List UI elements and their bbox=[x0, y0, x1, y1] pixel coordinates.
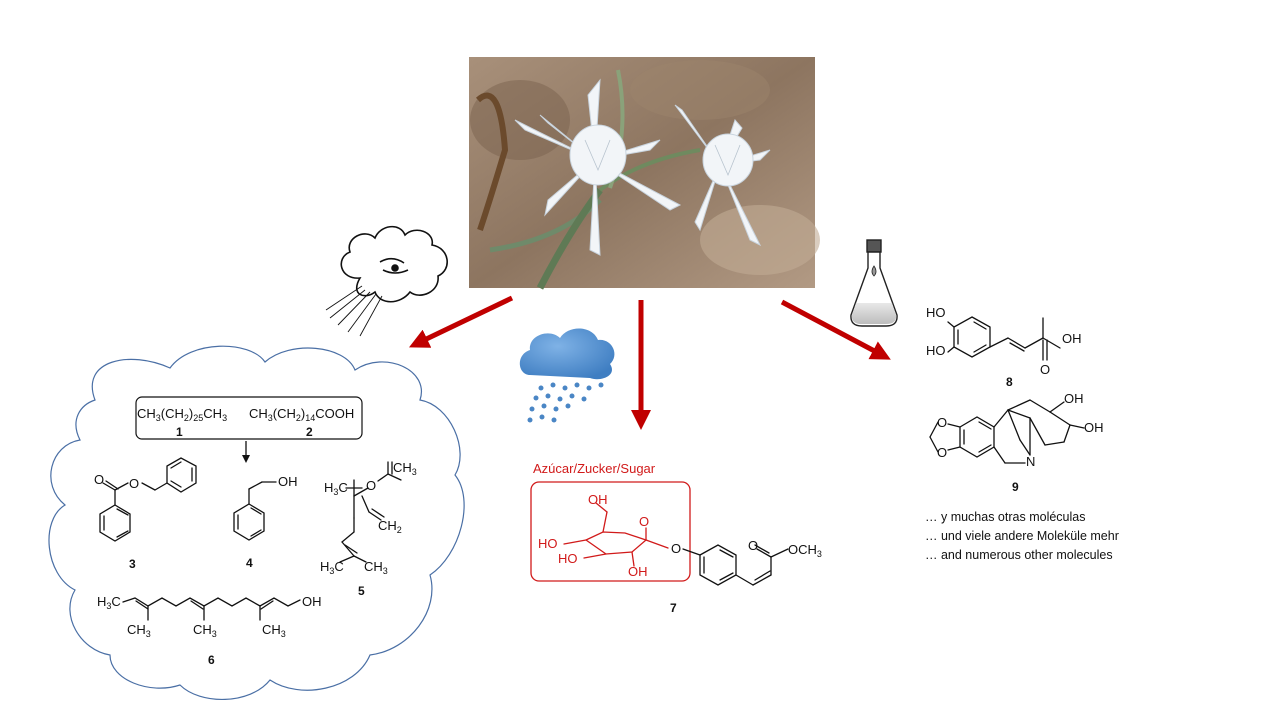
compound-1-number: 1 bbox=[176, 425, 183, 439]
svg-text:CH3: CH3 bbox=[127, 622, 151, 639]
compound-3: O O 3 bbox=[94, 457, 197, 571]
svg-text:OH: OH bbox=[302, 594, 322, 609]
svg-text:O: O bbox=[1040, 362, 1050, 377]
svg-text:CH3: CH3 bbox=[393, 460, 417, 477]
compound-2: CH3(CH2)14COOH 2 bbox=[249, 406, 354, 439]
compound-4: OH 4 bbox=[233, 474, 298, 570]
svg-text:OH: OH bbox=[628, 564, 648, 579]
compound-4-number: 4 bbox=[246, 556, 253, 570]
volatiles-cloud bbox=[48, 345, 465, 701]
svg-text:HO: HO bbox=[538, 536, 558, 551]
svg-text:OH: OH bbox=[1084, 420, 1104, 435]
compound-2-number: 2 bbox=[306, 425, 313, 439]
svg-text:H3C: H3C bbox=[320, 559, 344, 576]
svg-text:OH: OH bbox=[278, 474, 298, 489]
svg-text:CH3: CH3 bbox=[364, 559, 388, 576]
svg-text:CH2: CH2 bbox=[378, 518, 402, 535]
svg-text:O: O bbox=[748, 538, 758, 553]
sugar-label: Azúcar/Zucker/Sugar bbox=[533, 461, 656, 476]
compound-3-number: 3 bbox=[129, 557, 136, 571]
svg-text:HO: HO bbox=[926, 305, 946, 320]
compound-6-number: 6 bbox=[208, 653, 215, 667]
arrow-to-volatiles bbox=[408, 295, 514, 348]
svg-text:CH3: CH3 bbox=[262, 622, 286, 639]
rain-cloud-icon bbox=[519, 328, 615, 423]
svg-text:OCH3: OCH3 bbox=[788, 542, 822, 559]
svg-text:H3C: H3C bbox=[324, 480, 348, 497]
flower-photo bbox=[469, 57, 820, 290]
svg-text:O: O bbox=[937, 445, 947, 460]
svg-text:HO: HO bbox=[926, 343, 946, 358]
note-german: … und viele andere Moleküle mehr bbox=[925, 529, 1119, 543]
compound-6: H3C CH3 CH3 CH3 OH 6 bbox=[97, 594, 322, 667]
arrows bbox=[408, 295, 891, 430]
svg-text:CH3: CH3 bbox=[193, 622, 217, 639]
compound-5: H3C O CH3 CH2 H3C CH3 5 bbox=[320, 460, 417, 598]
other-molecules-notes: … y muchas otras moléculas … und viele a… bbox=[925, 510, 1119, 562]
arrow-to-extraction bbox=[780, 299, 891, 360]
compound-5-number: 5 bbox=[358, 584, 365, 598]
compound-1: CH3(CH2)25CH3 1 bbox=[137, 406, 227, 439]
note-spanish: … y muchas otras moléculas bbox=[925, 510, 1085, 524]
svg-text:O: O bbox=[671, 541, 681, 556]
svg-text:O: O bbox=[366, 478, 376, 493]
compound-8-number: 8 bbox=[1006, 375, 1013, 389]
compound-9-number: 9 bbox=[1012, 480, 1019, 494]
svg-text:N: N bbox=[1026, 454, 1035, 469]
svg-text:CH3(CH2)25CH3: CH3(CH2)25CH3 bbox=[137, 406, 227, 423]
compound-9: OH OH N O O 9 bbox=[929, 391, 1104, 494]
svg-text:OH: OH bbox=[1064, 391, 1084, 406]
svg-text:CH3(CH2)14COOH: CH3(CH2)14COOH bbox=[249, 406, 354, 423]
compound-7: Azúcar/Zucker/Sugar OH O HO HO OH O O OC… bbox=[530, 461, 822, 615]
svg-text:O: O bbox=[937, 415, 947, 430]
compound-8: HO HO OH O 8 bbox=[926, 305, 1082, 389]
erlenmeyer-flask-icon bbox=[850, 239, 898, 327]
svg-text:H3C: H3C bbox=[97, 594, 121, 611]
compound-7-number: 7 bbox=[670, 601, 677, 615]
alkane-box bbox=[135, 396, 363, 440]
svg-text:OH: OH bbox=[1062, 331, 1082, 346]
blowing-cloud-icon bbox=[325, 225, 448, 337]
svg-text:OH: OH bbox=[588, 492, 608, 507]
svg-text:O: O bbox=[94, 472, 104, 487]
note-english: … and numerous other molecules bbox=[925, 548, 1113, 562]
svg-text:O: O bbox=[639, 514, 649, 529]
sugar-box bbox=[530, 481, 691, 582]
svg-text:HO: HO bbox=[558, 551, 578, 566]
svg-text:O: O bbox=[129, 476, 139, 491]
